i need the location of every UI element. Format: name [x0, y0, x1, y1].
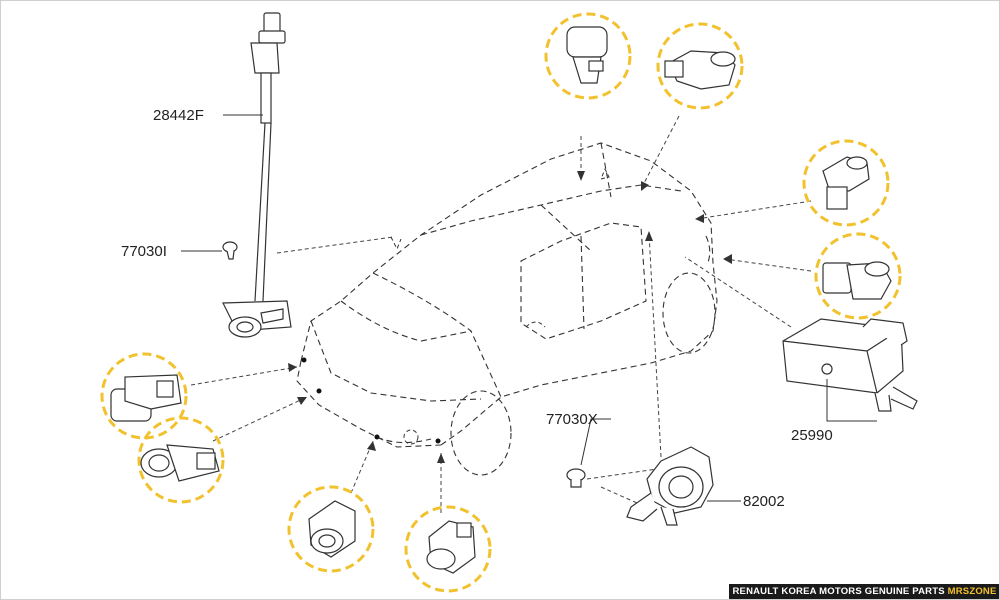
footer-brand: MRSZONE — [947, 586, 997, 597]
label-ecu-module: 25990 — [791, 427, 833, 444]
callout-rear-sensor-d — [814, 232, 902, 320]
camera-screw-part — [222, 241, 238, 260]
camera-harness-part — [222, 12, 292, 338]
label-sensor-screw: 77030X — [546, 411, 598, 428]
footer-text: RENAULT KOREA MOTORS GENUINE PARTS — [732, 586, 945, 597]
ecu-module-part — [782, 318, 918, 412]
callout-rear-sensor-a — [544, 12, 632, 100]
footer-banner: RENAULT KOREA MOTORS GENUINE PARTS MRSZO… — [729, 584, 999, 599]
vehicle-outline — [296, 142, 718, 476]
label-camera-screw: 77030I — [121, 243, 167, 260]
callout-front-sensor-b — [137, 416, 225, 504]
sensor-callouts — [100, 12, 902, 593]
label-leaders — [181, 114, 877, 502]
callout-rear-sensor-b — [656, 22, 744, 110]
callout-front-sensor-c — [287, 485, 375, 573]
sensor-markers — [301, 357, 441, 444]
part-labels: 28442F 77030I 25990 77030X 82002 — [121, 107, 833, 510]
label-camera-harness: 28442F — [153, 107, 204, 124]
callout-rear-sensor-c — [802, 139, 890, 227]
leader-arrowheads — [288, 171, 732, 463]
vehicle-details — [390, 167, 610, 445]
sensor-bracket-part — [626, 446, 714, 526]
callout-front-sensor-d — [404, 505, 492, 593]
callout-front-sensor-a — [100, 352, 188, 440]
label-sensor-bracket: 82002 — [743, 493, 785, 510]
sensor-screw-part — [566, 468, 586, 488]
